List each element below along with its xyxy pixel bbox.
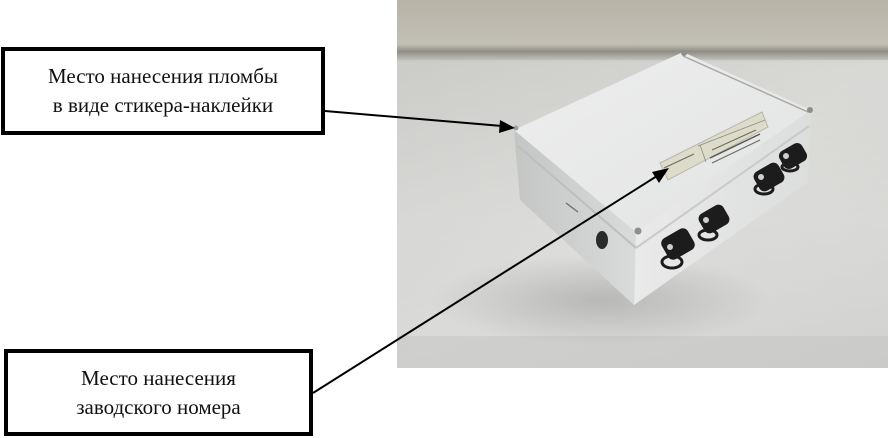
- callout-serial-line-1: Место нанесения: [81, 365, 236, 390]
- connectors: [660, 143, 808, 270]
- serial-label: [659, 111, 769, 181]
- callout-serial-line-2: заводского номера: [76, 394, 241, 419]
- callout-serial-number-location: Место нанесения заводского номера: [4, 349, 313, 436]
- callout-seal-line-1: Место нанесения пломбы: [47, 64, 279, 88]
- callout-seal-line-2: в виде стикера-наклейки: [52, 93, 274, 117]
- device-photo: [397, 0, 888, 368]
- callout-seal-location: Место нанесения пломбы в виде стикера-на…: [1, 47, 325, 135]
- side-port: [596, 231, 608, 249]
